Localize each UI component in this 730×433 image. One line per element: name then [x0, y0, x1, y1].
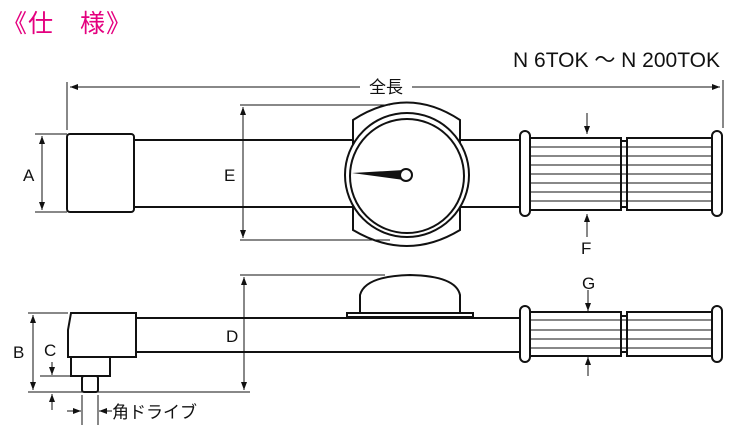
dim-d-label: D	[226, 327, 238, 346]
side-view	[67, 273, 723, 393]
dim-g-label: G	[582, 274, 595, 293]
dim-e-label: E	[224, 166, 235, 185]
dim-a-label: A	[23, 166, 35, 185]
dim-b-label: B	[13, 343, 24, 362]
overall-length-dimension: 全長	[66, 78, 724, 130]
model-range: N 6TOK ～ N 200TOK	[513, 49, 720, 72]
overall-length-label: 全長	[369, 78, 403, 97]
dim-f-label: F	[581, 239, 591, 258]
top-view	[66, 101, 723, 247]
dim-c-label: C	[44, 341, 56, 360]
section-title: 《仕 様》	[2, 9, 133, 38]
square-drive-label: 角ドライブ	[112, 402, 197, 422]
